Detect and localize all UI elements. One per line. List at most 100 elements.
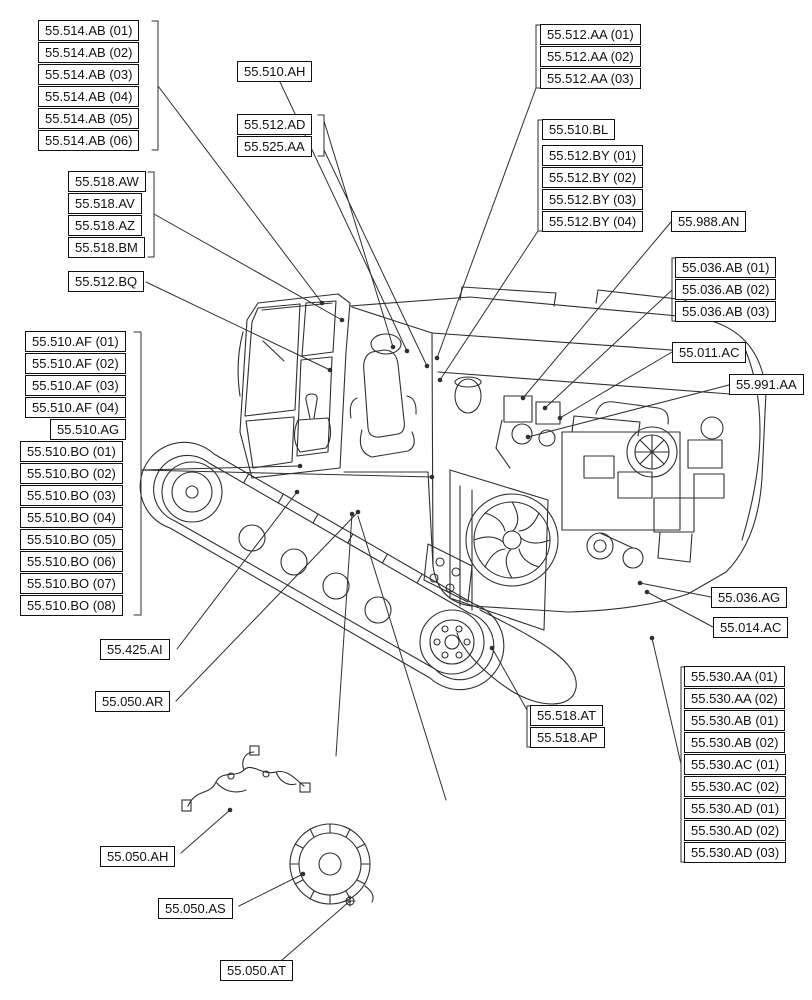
radiator	[449, 469, 549, 631]
cab-door-panel	[245, 416, 295, 469]
callout-530ab-01[interactable]: 55.530.AB (01)	[684, 710, 786, 731]
counterweight	[741, 341, 761, 541]
callout-512ad[interactable]: 55.512.AD	[237, 114, 313, 135]
sprocket	[419, 609, 485, 675]
callout-514ab-06[interactable]: 55.514.AB (06)	[38, 130, 140, 151]
callout-510bo-07[interactable]: 55.510.BO (07)	[20, 573, 123, 594]
callout-050ar[interactable]: 55.050.AR	[95, 691, 171, 712]
cab-windshield	[244, 303, 301, 417]
location-lines	[335, 513, 447, 801]
callout-510bo-03[interactable]: 55.510.BO (03)	[20, 485, 123, 506]
leader-425ai	[176, 491, 298, 650]
callout-510bl[interactable]: 55.510.BL	[542, 119, 616, 140]
leader-512aa	[436, 24, 544, 359]
callout-050ah[interactable]: 55.050.AH	[100, 846, 176, 867]
callout-518at[interactable]: 55.518.AT	[530, 705, 604, 726]
callout-510bo-04[interactable]: 55.510.BO (04)	[20, 507, 123, 528]
callout-518av[interactable]: 55.518.AV	[68, 193, 142, 214]
leader-dots	[227, 300, 655, 877]
callout-510bo-06[interactable]: 55.510.BO (06)	[20, 551, 123, 572]
callout-512by-04[interactable]: 55.512.BY (04)	[542, 211, 644, 232]
callout-510ag[interactable]: 55.510.AG	[50, 419, 127, 440]
callout-036ab-02[interactable]: 55.036.AB (02)	[675, 279, 777, 300]
callout-512aa-01[interactable]: 55.512.AA (01)	[540, 24, 641, 45]
callout-512bq[interactable]: 55.512.BQ	[68, 271, 145, 292]
wiper	[262, 340, 285, 362]
track-inner	[153, 454, 495, 681]
callout-510af-02[interactable]: 55.510.AF (02)	[25, 353, 126, 374]
callout-512aa-02[interactable]: 55.512.AA (02)	[540, 46, 641, 67]
callout-514ab-01[interactable]: 55.514.AB (01)	[38, 20, 140, 41]
exhaust-pipe	[595, 401, 669, 425]
callout-036ag[interactable]: 55.036.AG	[711, 587, 788, 608]
air-cleaner	[454, 378, 482, 414]
leader-036ag	[639, 582, 712, 598]
callout-510bo-08[interactable]: 55.510.BO (08)	[20, 595, 123, 616]
deck-outline	[343, 296, 767, 613]
callout-514ab-05[interactable]: 55.514.AB (05)	[38, 108, 140, 129]
leader-988an	[522, 221, 672, 399]
frame-plate	[423, 543, 473, 603]
callout-530aa-02[interactable]: 55.530.AA (02)	[684, 688, 785, 709]
callout-512by-01[interactable]: 55.512.BY (01)	[542, 145, 644, 166]
callout-518bm[interactable]: 55.518.BM	[68, 237, 145, 258]
idler-wheel	[161, 461, 223, 523]
pump	[535, 401, 561, 425]
callout-510ah[interactable]: 55.510.AH	[237, 61, 313, 82]
cab-side-window	[301, 300, 337, 357]
callout-530aa-01[interactable]: 55.530.AA (01)	[684, 666, 785, 687]
callout-530ad-02[interactable]: 55.530.AD (02)	[684, 820, 787, 841]
callout-512by-02[interactable]: 55.512.BY (02)	[542, 167, 644, 188]
callout-050as[interactable]: 55.050.AS	[158, 898, 233, 919]
road-wheel	[280, 548, 308, 576]
leader-510bl-512by	[439, 119, 545, 381]
callout-512aa-03[interactable]: 55.512.AA (03)	[540, 68, 641, 89]
callout-512by-03[interactable]: 55.512.BY (03)	[542, 189, 644, 210]
road-wheel	[364, 596, 392, 624]
callout-510bo-02[interactable]: 55.510.BO (02)	[20, 463, 123, 484]
callout-514ab-04[interactable]: 55.514.AB (04)	[38, 86, 140, 107]
callout-530ab-02[interactable]: 55.530.AB (02)	[684, 732, 786, 753]
leader-530-group	[651, 637, 688, 863]
callout-518aw[interactable]: 55.518.AW	[68, 171, 146, 192]
callout-510af-04[interactable]: 55.510.AF (04)	[25, 397, 126, 418]
console	[293, 417, 332, 453]
road-wheel	[322, 572, 350, 600]
callout-988an[interactable]: 55.988.AN	[671, 211, 747, 232]
callout-530ac-02[interactable]: 55.530.AC (02)	[684, 776, 787, 797]
cooling-fan	[465, 493, 559, 587]
callout-425ai[interactable]: 55.425.AI	[100, 639, 170, 660]
callout-518az[interactable]: 55.518.AZ	[68, 215, 142, 236]
callout-036ab-01[interactable]: 55.036.AB (01)	[675, 257, 777, 278]
callout-514ab-03[interactable]: 55.514.AB (03)	[38, 64, 140, 85]
callout-510af-03[interactable]: 55.510.AF (03)	[25, 375, 126, 396]
callout-510bo-01[interactable]: 55.510.BO (01)	[20, 441, 123, 462]
callout-011ac[interactable]: 55.011.AC	[672, 342, 747, 363]
callout-530ad-01[interactable]: 55.530.AD (01)	[684, 798, 787, 819]
wire-harness-illustration	[181, 745, 311, 812]
cab-outline	[239, 293, 351, 479]
callout-514ab-02[interactable]: 55.514.AB (02)	[38, 42, 140, 63]
callout-530ad-03[interactable]: 55.530.AD (03)	[684, 842, 787, 863]
track-outer	[139, 441, 505, 691]
leader-011ac	[559, 351, 673, 419]
callout-518ap[interactable]: 55.518.AP	[530, 727, 605, 748]
headrest	[370, 333, 402, 355]
leader-510-group	[133, 331, 433, 616]
callout-014ac[interactable]: 55.014.AC	[713, 617, 789, 638]
callout-036ab-03[interactable]: 55.036.AB (03)	[675, 301, 777, 322]
callout-050at[interactable]: 55.050.AT	[220, 960, 294, 981]
blower-motor-illustration	[289, 823, 374, 905]
callout-525aa[interactable]: 55.525.AA	[237, 136, 312, 157]
seat-back	[363, 349, 405, 438]
leader-518-group	[147, 171, 343, 321]
pump	[503, 395, 533, 423]
callout-510bo-05[interactable]: 55.510.BO (05)	[20, 529, 123, 550]
callout-510af-01[interactable]: 55.510.AF (01)	[25, 331, 126, 352]
callout-991aa[interactable]: 55.991.AA	[729, 374, 804, 395]
leader-014ac	[646, 591, 714, 628]
leader-512ad-525aa	[317, 114, 428, 367]
callout-530ac-01[interactable]: 55.530.AC (01)	[684, 754, 787, 775]
